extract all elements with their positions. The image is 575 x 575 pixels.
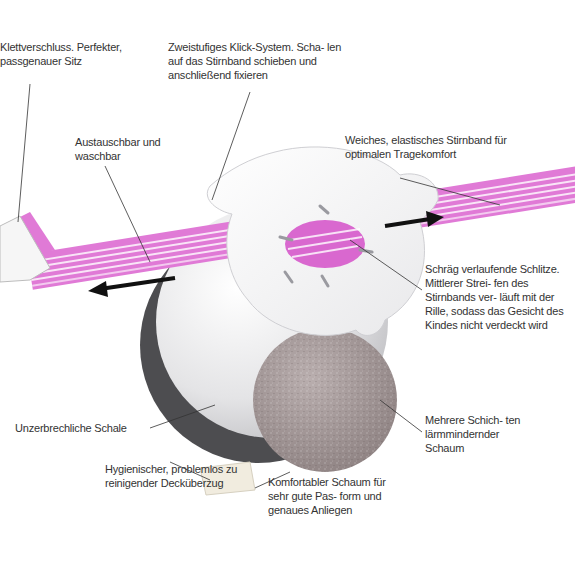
foam	[253, 328, 397, 472]
arrow-head	[88, 281, 108, 297]
leader-line	[212, 92, 250, 200]
callout-text: Zweistufiges Klick-System. Scha- len auf…	[168, 40, 353, 82]
leader-line	[150, 405, 215, 428]
plate-hole	[285, 220, 365, 268]
foam-texture	[253, 328, 397, 472]
callout-text: Austauschbar und waschbar	[75, 135, 165, 163]
arrow-shaft	[385, 219, 430, 226]
velcro	[0, 216, 50, 282]
leader-line	[18, 84, 30, 222]
band-stripe	[290, 229, 360, 240]
callout-text: Klettverschluss. Perfekter, passgenauer …	[0, 40, 130, 68]
callout-text: Hygienischer, problemlos zu reinigender …	[105, 462, 265, 490]
slot	[320, 206, 328, 213]
callout-text: Unzerbrechliche Schale	[15, 421, 155, 435]
click-plate	[207, 147, 438, 336]
leader-line	[350, 240, 422, 290]
leader-line	[380, 400, 422, 432]
slot	[322, 276, 328, 286]
callout-text: Schräg verlaufende Schlitze. Mittlerer S…	[425, 262, 573, 332]
arrow-head	[426, 211, 444, 227]
leader-line	[400, 178, 500, 205]
callout-text: Mehrere Schich- ten lärmmindernder Schau…	[425, 413, 535, 455]
arrow-shaft	[100, 278, 175, 289]
callout-text: Komfortabler Schaum für sehr gute Pas- f…	[268, 475, 393, 517]
slot	[285, 272, 292, 282]
arrow-right	[385, 211, 444, 227]
slot	[280, 237, 292, 240]
band-stripe	[292, 246, 358, 257]
callout-text: Weiches, elastisches Stirnband für optim…	[345, 133, 510, 161]
leader-line	[105, 166, 150, 262]
arrow-left	[88, 278, 175, 297]
